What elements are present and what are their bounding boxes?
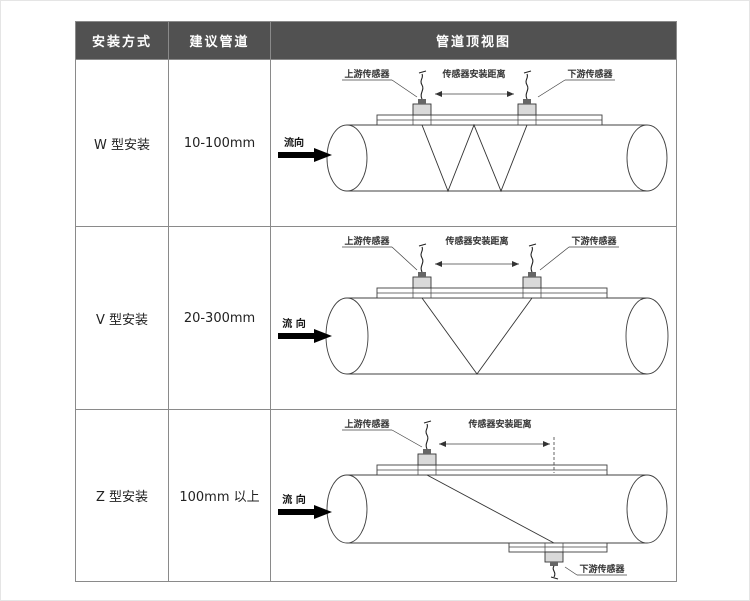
- installation-table: 安装方式 建议管道 管道顶视图 W 型安装 10-100mm: [75, 21, 677, 582]
- w-beam-path: [421, 123, 527, 192]
- v-mount-diagram: 上游传感器 传感器安装距离 下游传感器 流 向: [277, 235, 668, 375]
- flow-direction-label: 流向: [284, 136, 304, 149]
- method-cell-z: Z 型安装: [75, 409, 169, 582]
- table-row-v: V 型安装 20-300mm: [75, 226, 677, 410]
- z-mount-diagram: 上游传感器 传感器安装距离 下游传感器 流 向: [277, 418, 667, 580]
- flow-arrow: [277, 328, 332, 343]
- downstream-sensor: [522, 242, 541, 288]
- upstream-sensor-label: 上游传感器: [344, 418, 390, 430]
- sensor-distance-label: 传感器安装距离: [467, 418, 531, 430]
- table-row-z: Z 型安装 100mm 以上: [75, 409, 677, 582]
- pipe-cell-v: 20-300mm: [168, 226, 271, 410]
- w-mount-diagram: 上游传感器 传感器安装距离 下游传感器 流向: [277, 68, 667, 192]
- downstream-cable: [552, 565, 555, 577]
- upstream-cable: [419, 73, 423, 99]
- downstream-sensor-label: 下游传感器: [571, 235, 617, 247]
- method-cell-v: V 型安装: [75, 226, 169, 410]
- flow-direction-label: 流 向: [282, 317, 305, 330]
- downstream-sensor: [517, 69, 536, 115]
- v-beam-path: [421, 297, 532, 375]
- upstream-sensor: [417, 419, 436, 465]
- downstream-sensor-label: 下游传感器: [579, 563, 625, 575]
- sensor-distance-arrow: [438, 436, 554, 473]
- z-beam-path: [426, 474, 554, 543]
- flow-direction-label: 流 向: [282, 493, 305, 506]
- diagram-cell-v: 上游传感器 传感器安装距离 下游传感器 流 向: [270, 226, 677, 410]
- flow-arrow: [277, 504, 332, 519]
- header-pipe-top-view: 管道顶视图: [270, 21, 677, 60]
- mounting-rail-bottom: [508, 542, 607, 552]
- upstream-sensor: [412, 242, 431, 288]
- sensor-distance-label: 传感器安装距离: [441, 68, 505, 80]
- mounting-rail: [376, 287, 607, 298]
- pipe: [326, 474, 667, 543]
- flow-arrow: [277, 147, 332, 162]
- upstream-cable: [424, 423, 428, 449]
- downstream-cable: [524, 73, 528, 99]
- diagram-cell-w: 上游传感器 传感器安装距离 下游传感器 流向: [270, 59, 677, 227]
- sensor-distance-arrow: [434, 260, 519, 267]
- mounting-rail-top: [376, 464, 607, 475]
- pipe-cell-w: 10-100mm: [168, 59, 271, 227]
- downstream-sensor-label: 下游传感器: [567, 68, 613, 80]
- header-recommended-pipe: 建议管道: [168, 21, 271, 60]
- upstream-sensor-label: 上游传感器: [344, 68, 390, 80]
- mounting-rail: [376, 114, 602, 125]
- sensor-distance-label: 传感器安装距离: [444, 235, 508, 247]
- pipe-cell-z: 100mm 以上: [168, 409, 271, 582]
- method-cell-w: W 型安装: [75, 59, 169, 227]
- upstream-sensor-label: 上游传感器: [344, 235, 390, 247]
- upstream-cable: [419, 246, 423, 272]
- header-row: 安装方式 建议管道 管道顶视图: [75, 21, 677, 60]
- diagram-cell-z: 上游传感器 传感器安装距离 下游传感器 流 向: [270, 409, 677, 582]
- pipe: [325, 297, 668, 374]
- table-row-w: W 型安装 10-100mm: [75, 59, 677, 227]
- sensor-distance-arrow: [434, 90, 514, 97]
- upstream-sensor: [412, 69, 431, 115]
- downstream-sensor: [544, 551, 563, 580]
- header-install-method: 安装方式: [75, 21, 169, 60]
- downstream-cable: [529, 246, 533, 272]
